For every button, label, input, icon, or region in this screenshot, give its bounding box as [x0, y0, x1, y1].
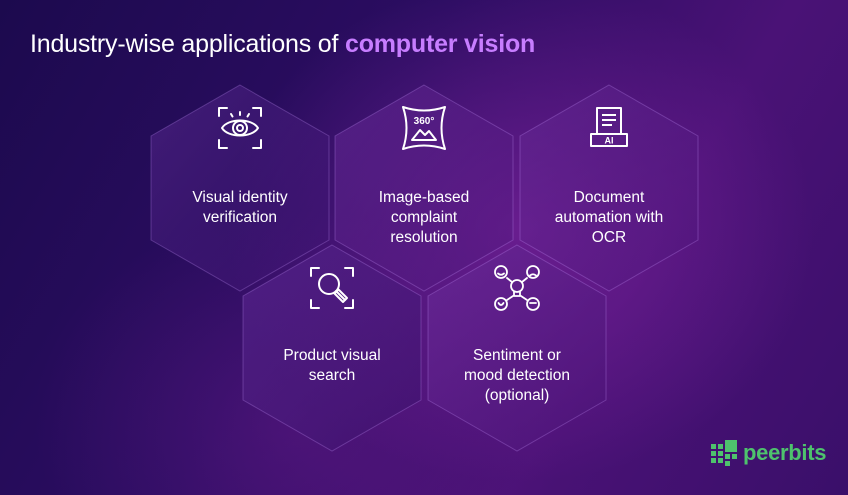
peerbits-logo-icon [711, 440, 737, 466]
card-image-complaint: 360° Image-based complaint resolution [334, 84, 514, 292]
hexagon-shape [242, 244, 422, 452]
card-visual-identity: Visual identity verification [150, 84, 330, 292]
title-highlight: computer vision [345, 30, 536, 58]
svg-text:360°: 360° [414, 116, 435, 127]
mood-faces-icon [494, 265, 540, 311]
card-sentiment-detection: Sentiment or mood detection (optional) [427, 244, 607, 452]
brand-name: peerbits [743, 440, 827, 465]
eye-scan-icon [218, 107, 262, 149]
card-label: Sentiment or mood detection (optional) [464, 347, 570, 404]
hexagon-shape [427, 244, 607, 452]
document-ai-icon: AI [590, 107, 628, 147]
hexagon-shape [150, 84, 330, 292]
brand-logo: peerbits [711, 439, 826, 467]
card-document-ocr: AI Document automation with OCR [519, 84, 699, 292]
card-product-search: Product visual search [242, 244, 422, 452]
hexagon-shape [519, 84, 699, 292]
magnifier-scan-icon [310, 267, 354, 309]
title-prefix: Industry-wise applications of [30, 30, 339, 58]
card-label: Visual identity verification [192, 189, 288, 226]
360-image-icon: 360° [402, 106, 446, 150]
svg-text:AI: AI [605, 136, 614, 146]
page-title: Industry-wise applications of computer v… [30, 30, 535, 59]
card-label: Document automation with OCR [554, 189, 664, 246]
card-label: Image-based complaint resolution [378, 189, 470, 246]
card-label: Product visual search [283, 347, 381, 384]
hexagon-shape [334, 84, 514, 292]
